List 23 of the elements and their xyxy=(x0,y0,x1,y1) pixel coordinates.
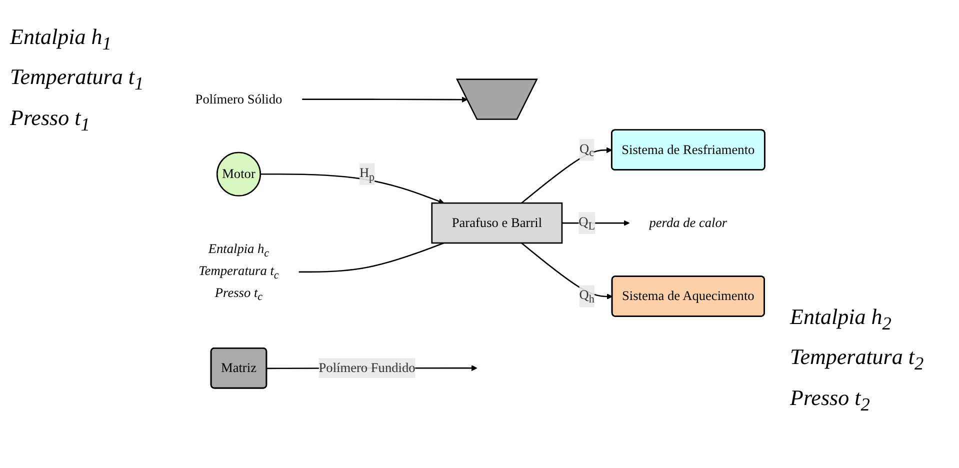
property-label: Temperatura t$_{2}$ xyxy=(790,343,924,376)
node-circle: Motor xyxy=(216,152,262,197)
arrow xyxy=(260,174,444,204)
node-trapezoid xyxy=(456,78,538,120)
node-text: perda de calor xyxy=(649,216,728,231)
node-text: Polímero Sólido xyxy=(195,92,282,107)
arrow xyxy=(521,242,613,300)
property-label: Entalpia h$_{2}$ xyxy=(790,303,892,336)
edge-label: Q$_{h}$ xyxy=(579,288,594,306)
property-label: Entalpia h$_{1}$ xyxy=(10,23,112,56)
arrow xyxy=(562,220,630,226)
edge-label: Q$_{L}$ xyxy=(578,215,596,232)
edge-label: Polímero Fundido xyxy=(318,361,416,376)
node-box: Parafuso e Barril xyxy=(431,202,563,244)
property-label: Temperatura t$_{1}$ xyxy=(10,63,144,96)
property-label: Presso t$_{1}$ xyxy=(10,104,91,136)
property-label: Presso t$_{2}$ xyxy=(790,384,871,416)
arrow xyxy=(302,96,468,103)
edge-label: H$_{p}$ xyxy=(359,166,375,184)
connector xyxy=(298,242,444,273)
node-text: Entalpia h$_{c}$ Temperatura t$_{c}$ Presso t$_{c}$ xyxy=(198,242,279,304)
edge-label: Q$_{c}$ xyxy=(580,142,594,160)
arrow xyxy=(521,148,612,204)
